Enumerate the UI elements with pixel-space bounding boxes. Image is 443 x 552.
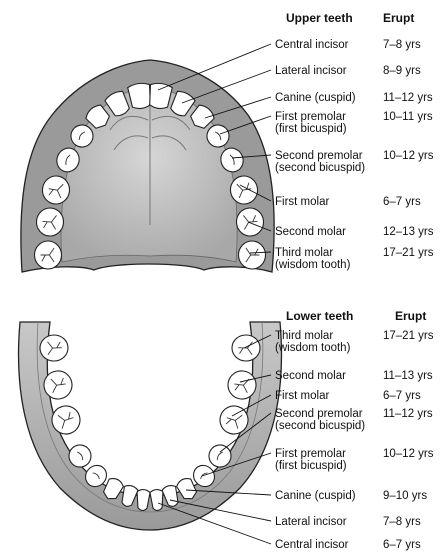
lower-first-premolar-label: First premolar xyxy=(275,448,346,460)
upper-second-molar-erupt-age: 12–13 yrs xyxy=(383,226,434,238)
lower-second-molar-erupt-age: 11–13 yrs xyxy=(383,370,433,382)
upper-first-molar-label: First molar xyxy=(275,196,329,208)
upper-third-molar-label-line2: (wisdom tooth) xyxy=(275,259,351,271)
upper-lateral-incisor-erupt-age: 8–9 yrs xyxy=(383,65,421,77)
upper-right-third-molar-tooth xyxy=(239,241,266,269)
lower-right-third-molar-tooth xyxy=(232,335,261,362)
upper-third-molar-label: Third molar xyxy=(275,247,333,259)
lower-canine-cuspid-label: Canine (cuspid) xyxy=(275,490,356,502)
upper-legend: Upper teeth Erupt Central incisor 7–8 yrs… xyxy=(275,11,434,271)
lower-lateral-incisor-erupt-age: 7–8 yrs xyxy=(383,516,421,528)
lower-third-molar-label: Third molar xyxy=(275,330,333,342)
upper-central-incisor-erupt-age: 7–8 yrs xyxy=(383,39,421,51)
lower-first-premolar-label-line2: (first bicuspid) xyxy=(275,460,347,472)
lower-second-molar-label: Second molar xyxy=(275,370,346,382)
upper-left-third-molar-tooth xyxy=(35,241,62,269)
upper-first-premolar-label: First premolar xyxy=(275,111,346,123)
lower-lateral-incisor-label: Lateral incisor xyxy=(275,516,347,528)
lower-central-incisor-erupt-age: 6–7 yrs xyxy=(383,539,421,551)
lower-jaw xyxy=(19,322,282,530)
upper-lateral-incisor-label: Lateral incisor xyxy=(275,65,347,77)
lower-third-molar-erupt-age: 17–21 yrs xyxy=(383,330,434,342)
upper-second-premolar-label-line2: (second bicuspid) xyxy=(275,162,365,174)
lower-third-molar-label-line2: (wisdom tooth) xyxy=(275,342,351,354)
lower-first-molar-erupt-age: 6–7 yrs xyxy=(383,390,421,402)
upper-canine-cuspid-label: Canine (cuspid) xyxy=(275,92,356,104)
lower-left-third-molar-tooth xyxy=(40,335,69,362)
lower-central-incisor-label: Central incisor xyxy=(275,539,349,551)
lower-first-molar-label: First molar xyxy=(275,390,329,402)
upper-teeth-header: Upper teeth xyxy=(286,11,353,25)
upper-canine-cuspid-erupt-age: 11–12 yrs xyxy=(383,92,433,104)
lower-second-premolar-label: Second premolar xyxy=(275,408,363,420)
upper-second-premolar-label: Second premolar xyxy=(275,150,363,162)
upper-second-molar-label: Second molar xyxy=(275,226,346,238)
upper-erupt-header: Erupt xyxy=(383,11,414,25)
upper-third-molar-erupt-age: 17–21 yrs xyxy=(383,247,434,259)
lower-canine-cuspid-erupt-age: 9–10 yrs xyxy=(383,490,427,502)
lower-second-premolar-erupt-age: 11–12 yrs xyxy=(383,408,433,420)
upper-first-premolar-erupt-age: 10–11 yrs xyxy=(383,111,433,123)
upper-first-molar-erupt-age: 6–7 yrs xyxy=(383,196,421,208)
lower-teeth-header: Lower teeth xyxy=(286,309,353,323)
upper-central-incisor-label: Central incisor xyxy=(275,39,349,51)
lower-legend: Lower teeth Erupt Third molar(wisdom too… xyxy=(275,309,434,551)
upper-jaw xyxy=(21,60,274,272)
lower-erupt-header: Erupt xyxy=(395,309,426,323)
lower-second-premolar-label-line2: (second bicuspid) xyxy=(275,420,365,432)
lower-first-premolar-erupt-age: 10–12 yrs xyxy=(383,448,434,460)
upper-second-premolar-erupt-age: 10–12 yrs xyxy=(383,150,434,162)
upper-first-premolar-label-line2: (first bicuspid) xyxy=(275,123,347,135)
